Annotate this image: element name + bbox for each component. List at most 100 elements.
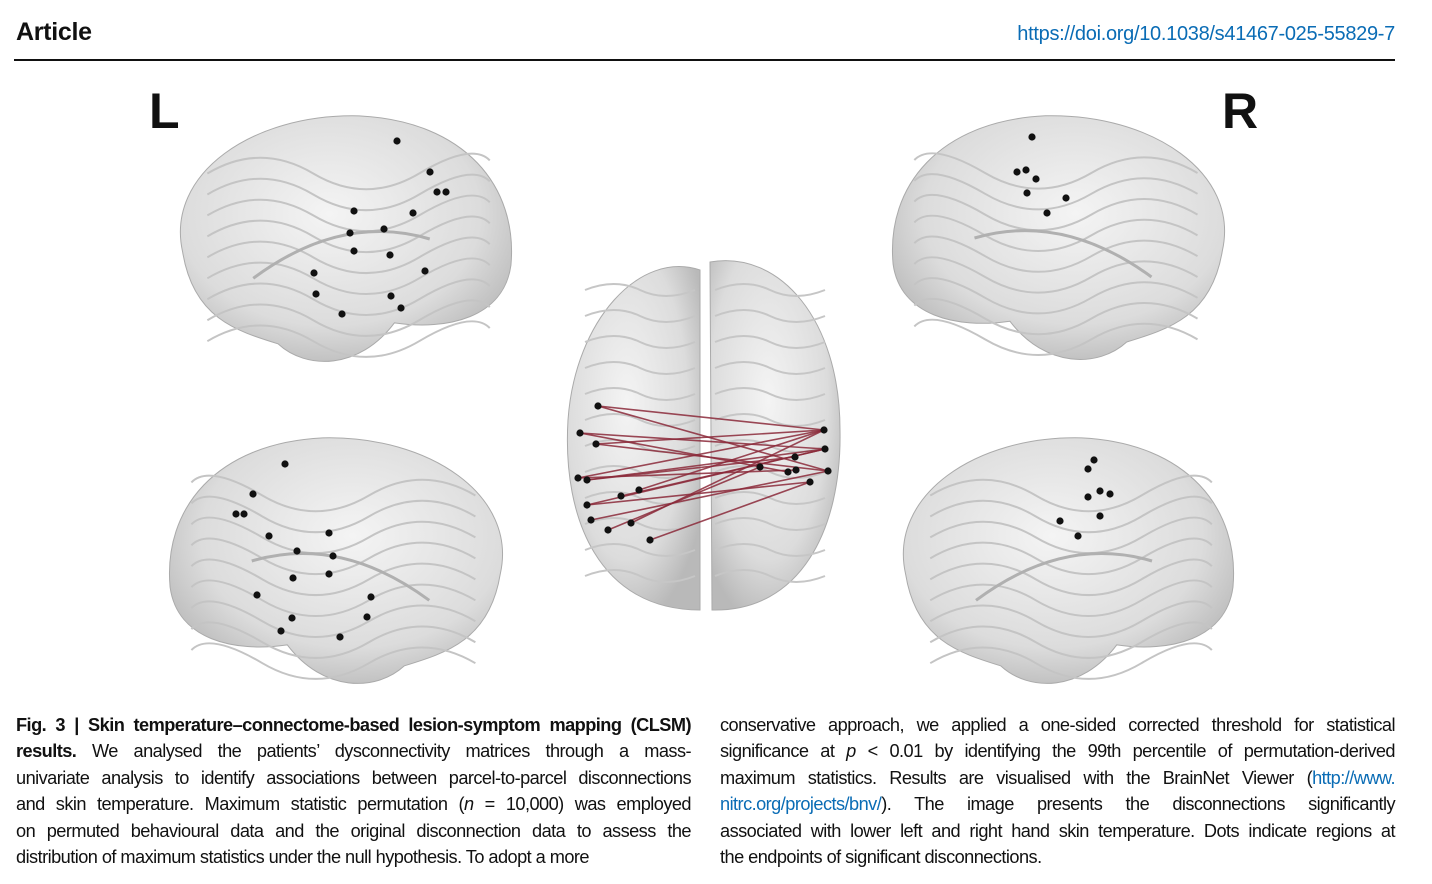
- region-node: [380, 225, 388, 233]
- caption-text: < 0.01 by identifying the 99th percentil…: [855, 741, 1396, 762]
- right-lateral-brain: [891, 115, 1225, 360]
- region-node: [350, 207, 358, 215]
- caption-text: associated with lower left and right han…: [720, 820, 1396, 841]
- right-hemisphere-label: R: [1222, 83, 1259, 139]
- caption-text: We analysed the patients’ dysconnectivit…: [76, 741, 692, 762]
- region-node: [325, 529, 333, 537]
- region-node: [310, 269, 318, 277]
- region-node: [421, 267, 429, 275]
- region-node: [583, 476, 591, 484]
- region-node: [824, 467, 832, 475]
- region-node: [1090, 456, 1098, 464]
- region-node: [587, 516, 595, 524]
- region-node: [367, 593, 375, 601]
- region-node: [1062, 194, 1070, 202]
- disconnection-edge: [597, 405, 825, 431]
- brain-figure: [168, 115, 1235, 684]
- region-node: [1084, 493, 1092, 501]
- region-node: [1106, 490, 1114, 498]
- caption-variable: n: [464, 794, 474, 815]
- region-node: [1074, 532, 1082, 540]
- caption-line: on permuted behavioural data and the ori…: [16, 818, 692, 844]
- disconnection-edge: [597, 405, 829, 472]
- figure-caption-left-column: Fig. 3 | Skin temperature–connectome-bas…: [16, 712, 692, 870]
- region-node: [277, 627, 285, 635]
- region-node: [1023, 189, 1031, 197]
- region-node: [397, 304, 405, 312]
- disconnection-edge: [590, 470, 829, 521]
- region-node: [635, 486, 643, 494]
- doi-link[interactable]: https://doi.org/10.1038/s41467-025-55829…: [1017, 23, 1395, 45]
- region-node: [288, 614, 296, 622]
- region-node: [604, 526, 612, 534]
- region-node: [1022, 166, 1030, 174]
- region-node: [336, 633, 344, 641]
- region-node: [592, 440, 600, 448]
- region-node: [646, 536, 654, 544]
- region-node: [1056, 517, 1064, 525]
- disconnection-edge: [649, 481, 811, 541]
- region-node: [820, 426, 828, 434]
- region-node: [350, 247, 358, 255]
- caption-line: and skin temperature. Maximum statistic …: [16, 791, 692, 817]
- caption-line: nitrc.org/projects/bnv/). The image pres…: [720, 791, 1396, 817]
- axial-top-brain: [566, 260, 841, 611]
- region-node: [386, 251, 394, 259]
- region-node: [426, 168, 434, 176]
- region-node: [574, 474, 582, 482]
- region-node: [821, 445, 829, 453]
- region-node: [393, 137, 401, 145]
- region-node: [576, 429, 584, 437]
- disconnection-edge: [607, 466, 761, 531]
- caption-title: Fig. 3 | Skin temperature–connectome-bas…: [16, 715, 692, 735]
- bnv-link[interactable]: nitrc.org/projects/bnv/: [720, 794, 882, 815]
- caption-text: conservative approach, we applied a one-…: [720, 715, 1396, 735]
- region-node: [325, 570, 333, 578]
- region-node: [784, 468, 792, 476]
- disconnection-edge: [577, 469, 797, 479]
- region-node: [293, 547, 301, 555]
- caption-line: maximum statistics. Results are visualis…: [720, 765, 1396, 791]
- region-node: [253, 591, 261, 599]
- right-medial-brain: [903, 437, 1235, 684]
- region-node: [583, 501, 591, 509]
- region-node: [329, 552, 337, 560]
- caption-line: univariate analysis to identify associat…: [16, 765, 692, 791]
- region-node: [1096, 512, 1104, 520]
- caption-text: = 10,000) was employed: [473, 794, 692, 815]
- figure-caption-right-column: conservative approach, we applied a one-…: [720, 712, 1396, 870]
- disconnection-edge: [577, 429, 825, 479]
- bnv-link[interactable]: http://www.: [1312, 767, 1395, 788]
- region-node: [594, 402, 602, 410]
- region-node: [791, 453, 799, 461]
- caption-text: univariate analysis to identify associat…: [16, 767, 692, 788]
- caption-title: results.: [16, 741, 77, 762]
- caption-line: the endpoints of significant disconnecti…: [720, 844, 1395, 870]
- caption-text: maximum statistics. Results are visualis…: [720, 767, 1313, 788]
- disconnection-edge: [586, 481, 811, 506]
- disconnection-edge: [630, 429, 825, 524]
- region-node: [338, 310, 346, 318]
- region-node: [617, 492, 625, 500]
- caption-line: distribution of maximum statistics under…: [16, 844, 691, 870]
- region-node: [265, 532, 273, 540]
- disconnection-edge: [579, 432, 826, 450]
- caption-line: conservative approach, we applied a one-…: [720, 712, 1396, 738]
- region-node: [1096, 487, 1104, 495]
- region-node: [387, 292, 395, 300]
- region-node: [289, 574, 297, 582]
- region-node: [806, 478, 814, 486]
- region-node: [346, 229, 354, 237]
- region-node: [281, 460, 289, 468]
- caption-line: associated with lower left and right han…: [720, 818, 1396, 844]
- region-node: [1013, 168, 1021, 176]
- caption-variable: p: [846, 741, 856, 762]
- caption-text: ). The image presents the disconnections…: [881, 794, 1395, 815]
- region-node: [232, 510, 240, 518]
- region-node: [442, 188, 450, 196]
- caption-text: and skin temperature. Maximum statistic …: [16, 794, 465, 815]
- region-node: [433, 188, 441, 196]
- caption-line: significance at p < 0.01 by identifying …: [720, 738, 1396, 764]
- journal-section-title: Article: [16, 18, 92, 46]
- caption-line: results. We analysed the patients’ dysco…: [16, 738, 692, 764]
